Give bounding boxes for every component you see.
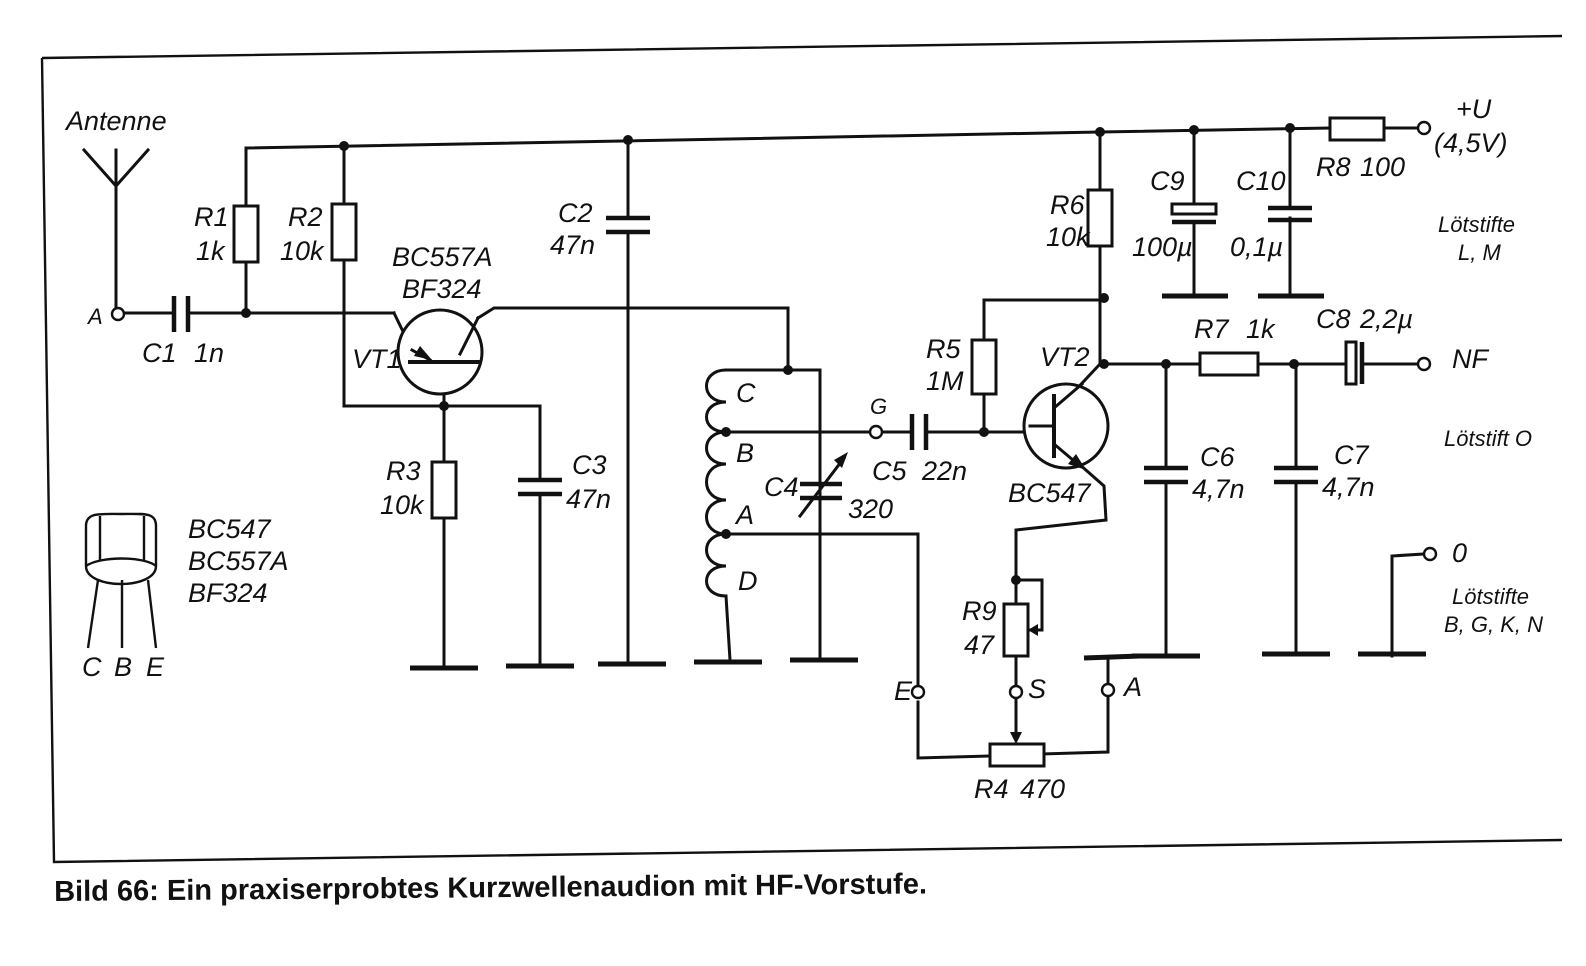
resistor-r8	[1328, 116, 1386, 142]
resistor-r6	[1086, 188, 1114, 248]
capacitor-c6	[1144, 465, 1188, 485]
capacitor-c7	[1274, 465, 1318, 485]
label-terminal-s: S	[1028, 674, 1046, 704]
label-pin-type-3: BF324	[188, 578, 268, 608]
label-coil-a: A	[734, 500, 754, 530]
label-r2: R2	[288, 202, 323, 232]
label-c1-value: 1n	[194, 338, 224, 368]
label-r6: R6	[1050, 190, 1085, 220]
label-vt2: VT2	[1040, 342, 1090, 372]
label-r7-value: 1k	[1246, 314, 1276, 344]
resistor-r1	[232, 204, 260, 264]
label-c2-value: 47n	[550, 230, 595, 260]
label-c5-value: 22n	[921, 456, 967, 486]
wires	[81, 126, 1426, 760]
resistor-r7	[1198, 351, 1260, 377]
resistor-r5	[970, 338, 998, 396]
ground-bars	[410, 293, 1426, 671]
resistor-r2	[330, 202, 358, 262]
label-loetstifte-bgkn-1: Lötstifte	[1452, 584, 1529, 609]
label-pin-b: B	[114, 652, 132, 682]
transistor-pinout-drawing	[84, 512, 158, 586]
label-vt2-type: BC547	[1008, 478, 1092, 508]
label-c9: C9	[1150, 166, 1185, 196]
label-vt1: VT1	[352, 344, 402, 374]
capacitor-c3	[518, 477, 562, 497]
label-coil-c: C	[736, 378, 756, 408]
capacitor-c1	[171, 296, 191, 332]
label-c3: C3	[572, 450, 607, 480]
label-r7: R7	[1194, 314, 1229, 344]
label-pin-type-1: BC547	[188, 514, 272, 544]
label-vt1-type-1: BC557A	[392, 242, 493, 272]
label-terminal-g: G	[870, 394, 887, 419]
frame-border	[40, 34, 1563, 864]
label-c4-value: 320	[848, 494, 893, 524]
label-c4: C4	[764, 472, 799, 502]
capacitor-c5	[909, 414, 929, 450]
label-antenne: Antenne	[64, 106, 167, 136]
capacitor-c9	[1170, 202, 1218, 225]
label-plus-u: +U	[1456, 94, 1492, 124]
label-c6: C6	[1200, 442, 1235, 472]
label-r8: R8	[1316, 152, 1351, 182]
label-c10-value: 0,1µ	[1230, 232, 1283, 262]
terminals	[110, 120, 1438, 700]
label-coil-b: B	[736, 438, 754, 468]
figure-caption: Bild 66: Ein praxiserprobtes Kurzwellena…	[54, 868, 928, 908]
resistor-r3	[430, 460, 458, 520]
label-c9-value: 100µ	[1132, 232, 1193, 262]
label-loetstifte-bgkn-2: B, G, K, N	[1444, 612, 1543, 637]
label-r9-value: 47	[964, 630, 995, 660]
label-coil-d: D	[738, 566, 758, 596]
label-loetstifte-lm-2: L, M	[1458, 240, 1501, 265]
label-zero: 0	[1452, 538, 1467, 568]
junction-dots	[241, 123, 1299, 585]
label-terminal-a-right: A	[1122, 672, 1142, 702]
transistor-vt1	[396, 308, 484, 396]
label-c3-value: 47n	[566, 484, 611, 514]
label-r2-value: 10k	[280, 236, 325, 266]
label-r1-value: 1k	[196, 236, 226, 266]
label-vt1-type-2: BF324	[402, 274, 482, 304]
label-c8-value: 2,2µ	[1359, 304, 1413, 334]
label-loetstift-o: Lötstift O	[1444, 426, 1532, 451]
potentiometer-r4	[988, 732, 1046, 768]
label-c6-value: 4,7n	[1192, 474, 1245, 504]
label-plus-u-value: (4,5V)	[1434, 128, 1508, 158]
label-c7: C7	[1334, 440, 1369, 470]
label-c8: C8	[1316, 304, 1351, 334]
variable-capacitor-c4	[797, 452, 848, 519]
label-loetstifte-lm-1: Lötstifte	[1438, 212, 1515, 237]
label-r5-value: 1M	[926, 366, 964, 396]
label-r5: R5	[926, 334, 961, 364]
capacitor-c10	[1268, 205, 1312, 223]
label-pin-c: C	[82, 652, 102, 682]
labels: Antenne A C1 1n R1 1k R2 10k BC557A BF32…	[64, 94, 1543, 804]
inductor-coil	[705, 368, 728, 598]
label-r4-value: 470	[1020, 774, 1065, 804]
label-c5: C5	[872, 456, 907, 486]
label-terminal-e: E	[894, 676, 913, 706]
label-r3: R3	[386, 456, 421, 486]
label-terminal-a-left: A	[86, 304, 103, 329]
label-r9: R9	[962, 596, 997, 626]
label-c1: C1	[142, 338, 177, 368]
label-c2: C2	[558, 198, 593, 228]
resistor-r9	[1002, 602, 1044, 658]
label-r8-value: 100	[1360, 152, 1405, 182]
capacitor-c8	[1344, 340, 1365, 386]
label-pin-type-2: BC557A	[188, 546, 289, 576]
transistor-vt2	[1022, 381, 1110, 470]
label-pin-e: E	[146, 652, 165, 682]
label-nf: NF	[1452, 344, 1489, 374]
label-c10: C10	[1236, 166, 1286, 196]
label-c7-value: 4,7n	[1322, 472, 1375, 502]
label-r4: R4	[974, 774, 1009, 804]
label-r3-value: 10k	[380, 490, 425, 520]
label-r6-value: 10k	[1046, 222, 1091, 252]
label-r1: R1	[194, 202, 229, 232]
capacitor-c2	[606, 215, 650, 235]
